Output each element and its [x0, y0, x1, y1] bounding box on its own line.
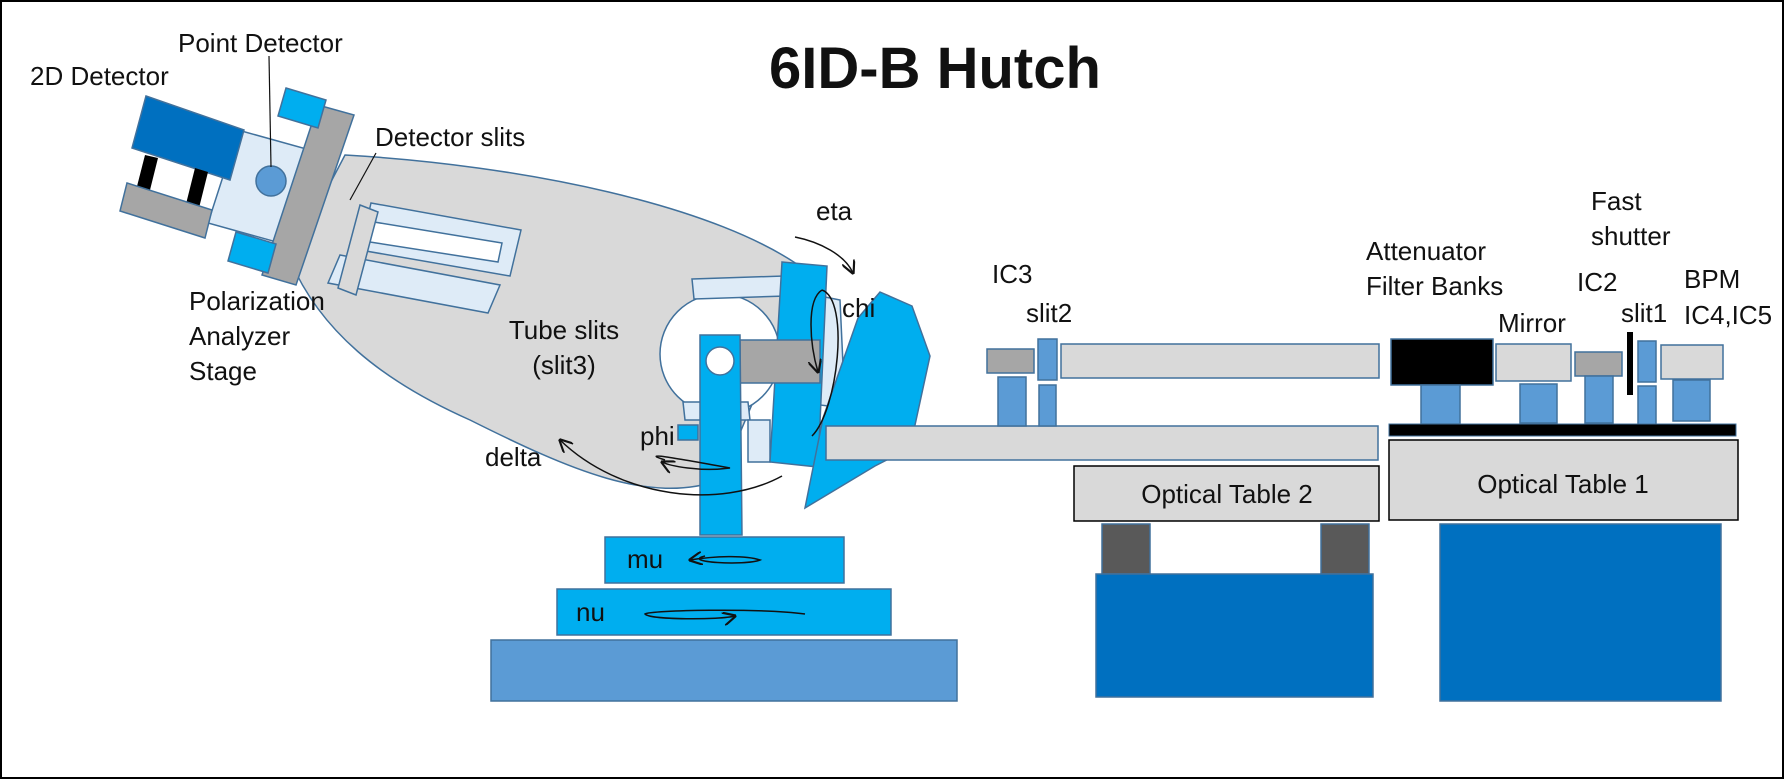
slit1-stand — [1637, 385, 1657, 428]
eta-arrow — [794, 236, 853, 273]
label-analyzer: Analyzer — [189, 321, 290, 351]
label-nu: nu — [576, 597, 605, 627]
sample-position — [705, 346, 735, 376]
label-slit3: (slit3) — [532, 350, 596, 380]
label-chi: chi — [842, 293, 875, 323]
analyzer-plate — [261, 104, 355, 286]
ic2-stand — [1584, 375, 1614, 424]
diagram-title: 6ID-B Hutch — [769, 36, 1101, 101]
fast-shutter — [1627, 332, 1633, 395]
chi-arrow-loop — [811, 289, 839, 437]
phi-post — [699, 334, 743, 536]
ic3 — [986, 348, 1035, 374]
label-attenuator: Attenuator — [1366, 236, 1486, 266]
mirror — [1495, 343, 1572, 382]
label-polarization: Polarization — [189, 286, 325, 316]
optical-table-2 — [1073, 465, 1380, 522]
label-delta: delta — [485, 442, 542, 472]
eta-bracket-bottom — [747, 419, 771, 463]
bpm-stand — [1672, 379, 1711, 422]
analyzer-bottom-block — [227, 231, 277, 274]
nu-stage — [556, 588, 892, 636]
label-mu: mu — [627, 544, 663, 574]
slit2-stand — [1038, 384, 1057, 427]
label-ic2: IC2 — [1577, 267, 1617, 297]
label-phi: phi — [640, 421, 675, 451]
optical-table-1 — [1388, 439, 1739, 521]
label-stage: Stage — [189, 356, 257, 386]
label-2d-detector: 2D Detector — [30, 61, 169, 91]
phi-arrow — [655, 455, 731, 469]
chi-arrow — [811, 289, 823, 372]
point-detector — [255, 165, 287, 197]
slit2 — [1037, 338, 1058, 381]
label-ic4-ic5: IC4,IC5 — [1684, 300, 1772, 330]
flight-tube-upper — [1060, 343, 1380, 379]
label-point-detector: Point Detector — [178, 28, 343, 58]
label-shutter: shutter — [1591, 221, 1671, 251]
label-detector-slits: Detector slits — [375, 122, 525, 152]
point-detector-leader — [268, 55, 272, 168]
diffractometer-base — [490, 639, 958, 702]
label-optical-table-2: Optical Table 2 — [1141, 479, 1313, 509]
mu-stage — [604, 536, 845, 584]
tube-slits — [326, 254, 502, 314]
attenuator-filter-banks — [1390, 338, 1494, 386]
bpm-ic4-ic5 — [1660, 344, 1724, 380]
2d-detector-base — [119, 182, 213, 239]
ic2 — [1574, 351, 1623, 377]
label-optical-table-1: Optical Table 1 — [1477, 469, 1649, 499]
attenuator-stand — [1420, 384, 1461, 425]
eta-top-bar — [691, 275, 787, 300]
label-eta: eta — [816, 196, 853, 226]
optical-table-2-leg-left — [1101, 523, 1151, 575]
nu-arrow — [643, 609, 806, 619]
label-bpm: BPM — [1684, 264, 1740, 294]
label-slit2: slit2 — [1026, 298, 1072, 328]
analyzer-top-block — [277, 87, 327, 129]
label-filter-banks: Filter Banks — [1366, 271, 1503, 301]
optical-table-1-base — [1439, 523, 1722, 702]
optical-table-1-rail — [1388, 423, 1737, 437]
ic3-stand — [997, 376, 1027, 427]
optical-table-2-base — [1095, 573, 1374, 698]
slit1 — [1637, 340, 1657, 383]
phi-small-block — [677, 424, 699, 441]
flight-tube-lower — [825, 425, 1379, 461]
label-tube-slits: Tube slits — [509, 315, 619, 345]
sample-arm — [739, 339, 821, 384]
delta-arrow — [560, 440, 783, 496]
optical-table-2-leg-right — [1320, 523, 1370, 575]
2d-detector — [131, 95, 245, 181]
label-mirror: Mirror — [1498, 308, 1566, 338]
mu-arrow — [690, 556, 763, 563]
label-fast: Fast — [1591, 186, 1642, 216]
label-ic3: IC3 — [992, 259, 1032, 289]
label-slit1: slit1 — [1621, 298, 1667, 328]
mirror-stand — [1519, 383, 1558, 424]
detector-slits-leader — [349, 152, 377, 201]
detector-slits-block — [337, 203, 379, 297]
